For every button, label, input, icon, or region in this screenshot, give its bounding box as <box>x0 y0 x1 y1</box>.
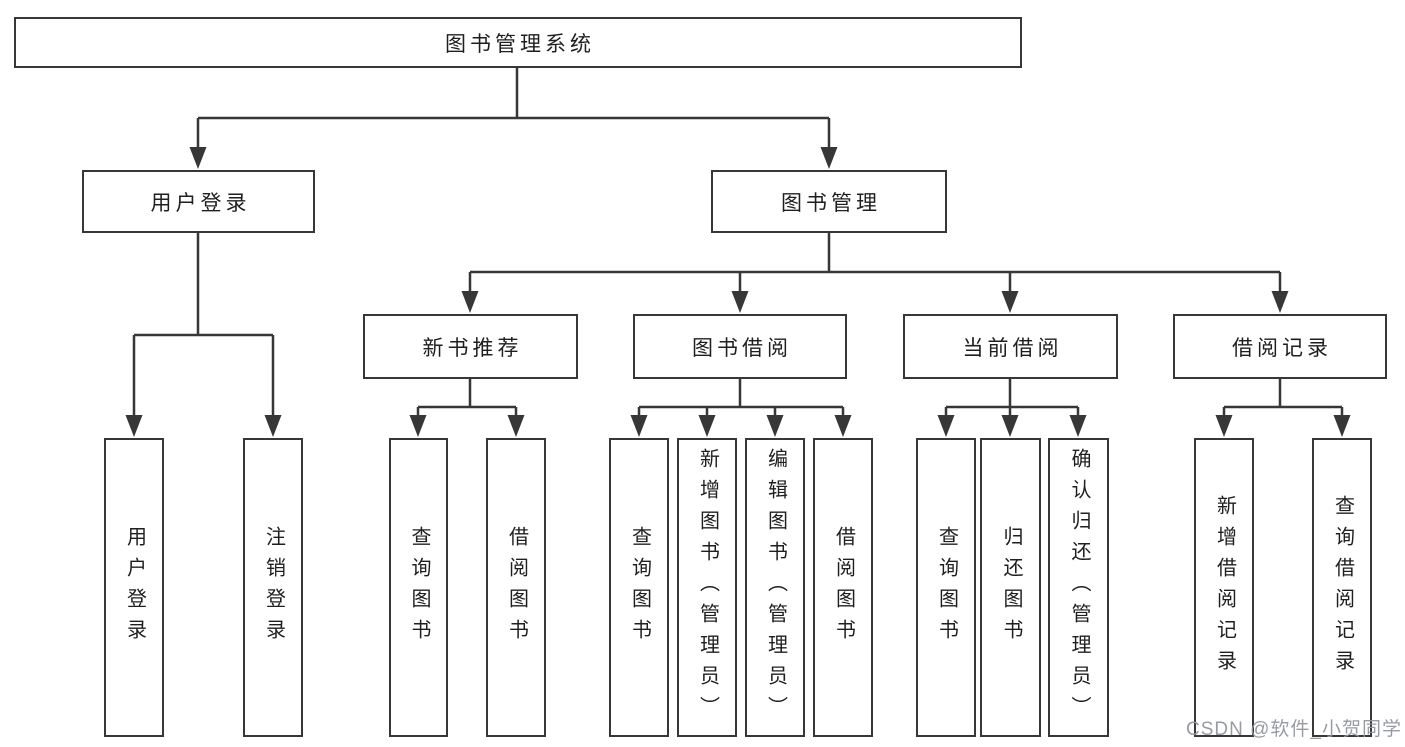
node-logout: 注销登录 <box>243 438 303 737</box>
arrowheads <box>125 147 1351 437</box>
arrow-down-icon <box>1001 415 1019 437</box>
arrow-down-icon <box>1271 291 1289 313</box>
node-return-book: 归还图书 <box>980 438 1041 737</box>
node-borrow-books-1-label: 借阅图书 <box>505 525 528 650</box>
node-edit-book-admin-label: 编辑图书（管理员） <box>764 448 787 727</box>
connector-currentborrow-to-children <box>944 379 1080 419</box>
arrow-down-icon <box>937 415 955 437</box>
node-borrow-records: 借阅记录 <box>1173 314 1387 379</box>
arrow-down-icon <box>1001 291 1019 313</box>
arrow-down-icon <box>698 415 716 437</box>
arrow-down-icon <box>461 291 479 313</box>
node-confirm-return-admin: 确认归还（管理员） <box>1048 438 1109 737</box>
node-book-borrow: 图书借阅 <box>633 314 847 379</box>
node-logout-label: 注销登录 <box>262 525 285 650</box>
node-new-book-recommend: 新书推荐 <box>363 314 578 379</box>
arrow-down-icon <box>1215 415 1233 437</box>
node-return-book-label: 归还图书 <box>1000 525 1022 650</box>
node-borrow-books-2-label: 借阅图书 <box>832 525 855 650</box>
connector-newbook-to-children <box>416 379 518 419</box>
arrow-down-icon <box>834 415 852 437</box>
node-query-books-1: 查询图书 <box>389 438 448 737</box>
node-user-login-leaf: 用户登录 <box>104 438 164 737</box>
node-book-borrow-label: 图书借阅 <box>692 336 792 360</box>
node-confirm-return-admin-label: 确认归还（管理员） <box>1068 448 1090 727</box>
arrow-down-icon <box>630 415 648 437</box>
node-query-books-2: 查询图书 <box>609 438 669 737</box>
node-add-borrow-record: 新增借阅记录 <box>1194 438 1254 737</box>
arrow-down-icon <box>125 415 143 437</box>
arrow-down-icon <box>1333 415 1351 437</box>
connector-bookmgmt-to-level3 <box>468 233 1282 293</box>
node-root-label: 图书管理系统 <box>445 32 595 56</box>
node-user-login: 用户登录 <box>82 170 315 233</box>
node-root: 图书管理系统 <box>14 17 1022 68</box>
node-query-books-2-label: 查询图书 <box>628 525 651 650</box>
arrow-down-icon <box>189 147 207 169</box>
node-user-login-leaf-label: 用户登录 <box>123 525 146 650</box>
watermark: CSDN @软件_小贺同学 <box>1186 719 1402 740</box>
node-borrow-records-label: 借阅记录 <box>1232 336 1332 360</box>
node-add-book-admin-label: 新增图书（管理员） <box>696 448 719 727</box>
node-user-login-label: 用户登录 <box>150 191 251 215</box>
node-query-books-1-label: 查询图书 <box>408 525 430 650</box>
node-add-borrow-record-label: 新增借阅记录 <box>1213 494 1236 681</box>
node-query-borrow-record: 查询借阅记录 <box>1312 438 1372 737</box>
connector-userlogin-to-children <box>132 233 275 417</box>
connector-bookborrow-to-children <box>637 379 845 419</box>
node-query-borrow-record-label: 查询借阅记录 <box>1331 494 1354 681</box>
node-new-book-recommend-label: 新书推荐 <box>422 336 523 360</box>
arrow-down-icon <box>409 415 427 437</box>
node-add-book-admin: 新增图书（管理员） <box>677 438 737 737</box>
node-current-borrow-label: 当前借阅 <box>962 336 1063 360</box>
node-book-management-label: 图书管理 <box>781 191 881 215</box>
arrow-down-icon <box>1069 415 1087 437</box>
arrow-down-icon <box>766 415 784 437</box>
node-query-books-3: 查询图书 <box>916 438 976 737</box>
node-book-management: 图书管理 <box>711 170 947 233</box>
connector-borrowrecord-to-children <box>1222 379 1344 419</box>
arrow-down-icon <box>731 291 749 313</box>
node-edit-book-admin: 编辑图书（管理员） <box>745 438 805 737</box>
arrow-down-icon <box>820 147 838 169</box>
connector-root-to-level2 <box>196 68 831 149</box>
arrow-down-icon <box>264 415 282 437</box>
arrow-down-icon <box>507 415 525 437</box>
node-current-borrow: 当前借阅 <box>903 314 1118 379</box>
node-query-books-3-label: 查询图书 <box>935 525 958 650</box>
node-borrow-books-2: 借阅图书 <box>813 438 873 737</box>
node-borrow-books-1: 借阅图书 <box>486 438 546 737</box>
